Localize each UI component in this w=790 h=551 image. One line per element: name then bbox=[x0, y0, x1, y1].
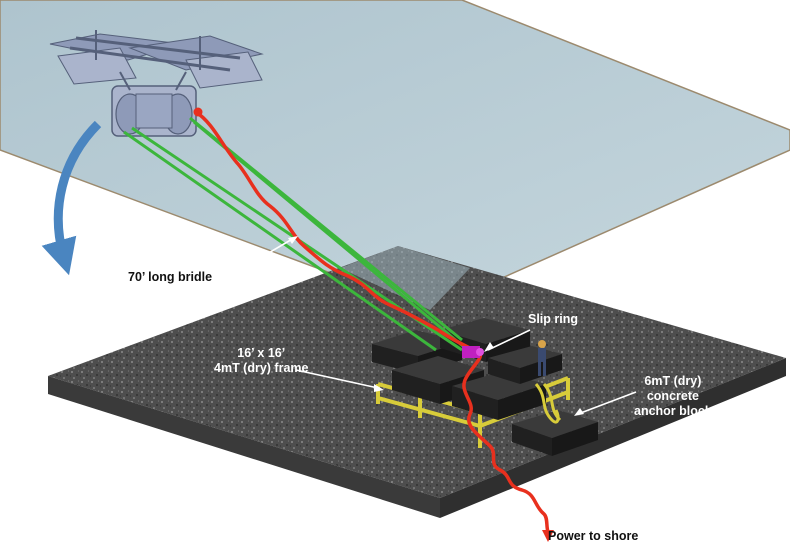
slip-ring bbox=[462, 346, 484, 358]
callout-arrows bbox=[249, 236, 637, 416]
concrete-anchor-block bbox=[512, 410, 598, 456]
label-anchor-line2: concrete bbox=[646, 389, 699, 403]
seabed-right-face bbox=[440, 358, 786, 518]
rotation-arrow bbox=[41, 120, 102, 276]
cable-top-terminal bbox=[193, 107, 203, 117]
label-bridle: 70’ long bridle bbox=[128, 270, 213, 284]
label-anchor-line3: anchor block bbox=[634, 404, 712, 418]
diver-figure bbox=[538, 340, 546, 376]
label-anchor-block: 6mT (dry) concrete anchor block bbox=[634, 374, 712, 419]
label-slip-ring: Slip ring bbox=[528, 312, 578, 326]
seabed-front-face bbox=[48, 376, 440, 518]
label-anchor-line1: 6mT (dry) bbox=[644, 374, 702, 388]
turbine-platform bbox=[49, 30, 264, 137]
label-frame: 16’ x 16’ 4mT (dry) frame bbox=[214, 346, 308, 376]
label-power-to-shore: Power to shore bbox=[548, 529, 639, 543]
label-frame-line2: 4mT (dry) frame bbox=[214, 361, 309, 375]
cable-arrowhead bbox=[542, 530, 554, 542]
water-overlay-on-seabed bbox=[340, 246, 470, 310]
label-frame-line1: 16’ x 16’ bbox=[237, 346, 286, 360]
